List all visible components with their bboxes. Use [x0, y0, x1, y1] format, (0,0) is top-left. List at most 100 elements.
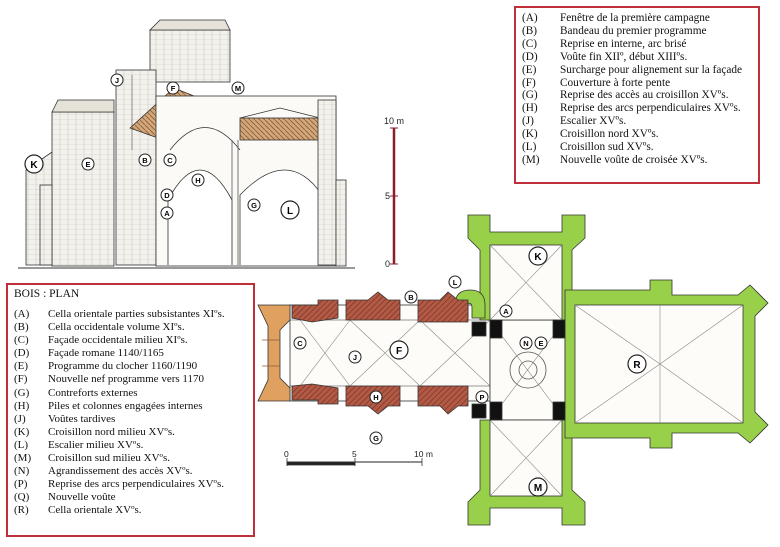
plan-legend-item: (L)Escalier milieu XVºs.: [14, 439, 247, 452]
section-legend-item-key: (L): [522, 141, 537, 154]
plan-legend-item: (N) Agrandissement des accès XVºs.: [14, 465, 247, 478]
plan-legend-item: (Q)Nouvelle voûte: [14, 491, 247, 504]
section-legend-item-key: (M): [522, 153, 540, 166]
svg-text:L: L: [453, 278, 458, 287]
svg-text:K: K: [534, 252, 542, 263]
section-legend-item-key: (F): [522, 76, 536, 89]
plan-label-N: N: [519, 336, 533, 350]
section-label-F: F: [166, 81, 180, 95]
svg-text:H: H: [373, 393, 378, 402]
svg-text:G: G: [251, 201, 257, 210]
plan-label-E: E: [534, 336, 548, 350]
plan-label-C: C: [293, 336, 307, 350]
tower-top: [149, 29, 231, 83]
section-label-G: G: [247, 198, 261, 212]
svg-text:A: A: [164, 209, 170, 218]
plan-legend: BOIS : PLAN (A) Cella orientale parties s…: [6, 283, 255, 537]
plan-legend-item-key: (B): [14, 321, 29, 334]
section-scale-labels: 10 m 5 0: [384, 116, 404, 269]
svg-text:F: F: [171, 84, 176, 93]
plan-label-F: F: [389, 340, 409, 360]
svg-text:A: A: [503, 307, 509, 316]
svg-text:J: J: [353, 353, 357, 362]
plan-legend-item: (C)Façade occidentale milieu XIºs.: [14, 334, 247, 347]
plan-label-H: H: [369, 390, 383, 404]
section-callouts: J F M K E B C H D A G L: [24, 73, 300, 220]
plan-legend-item-text: Cella orientale XVºs.: [48, 504, 142, 517]
section-legend-item-key: (C): [522, 37, 538, 50]
plan-legend-item-text: Reprise des arcs perpendiculaires XVºs.: [48, 478, 224, 491]
section-legend-item-text: Reprise des arcs perpendiculaires XVºs.: [560, 102, 741, 115]
section-legend-item: (K) Croisillon nord XVºs.: [522, 128, 752, 141]
section-legend-item-key: (D): [522, 50, 538, 63]
section-elevation: [18, 19, 398, 269]
section-legend-item-text: Escalier XVºs.: [560, 115, 627, 128]
plan-scale-5: 5: [352, 449, 357, 459]
plan-legend-item: (D) Façade romane 1140/1165: [14, 347, 247, 360]
plan-legend-item: (B)Cella occidentale volume XIºs.: [14, 321, 247, 334]
section-legend-item-key: (K): [522, 128, 538, 141]
plan-legend-item-text: Croisillon nord milieu XVºs.: [48, 425, 175, 438]
plan-label-L: L: [448, 275, 462, 289]
section-legend-item-text: Croisillon nord XVºs.: [560, 128, 659, 141]
section-scale-mid: 5: [385, 191, 390, 201]
plan-legend-item-key: (N): [14, 465, 30, 478]
plan-legend-item-key: (R): [14, 504, 29, 517]
section-legend-item-key: (B): [522, 24, 538, 37]
section-legend-item: (B)Bandeau du premier programme: [522, 25, 752, 38]
plan-legend-item: (J)Voûtes tardives: [14, 413, 247, 426]
plan-legend-item: (A) Cella orientale parties subsistantes …: [14, 308, 247, 321]
section-legend-item: (A)Fenêtre de la première campagne: [522, 12, 752, 25]
svg-text:E: E: [85, 160, 90, 169]
plan-label-B: B: [404, 290, 418, 304]
svg-text:P: P: [479, 393, 484, 402]
plan-legend-item-text: Cella orientale parties subsistantes XIº…: [48, 308, 225, 320]
svg-text:B: B: [142, 156, 148, 165]
section-legend-item: (C) Reprise en interne, arc brisé: [522, 38, 752, 51]
section-scale-top: 10 m: [384, 116, 404, 126]
section-legend-item-text: Nouvelle voûte de croisée XVºs.: [560, 153, 708, 166]
svg-text:E: E: [538, 339, 543, 348]
plan-legend-item: (R) Cella orientale XVºs.: [14, 504, 247, 517]
section-legend-item: (H) Reprise des arcs perpendiculaires XVº…: [522, 102, 752, 115]
svg-text:K: K: [30, 160, 38, 171]
svg-text:C: C: [167, 156, 173, 165]
svg-text:R: R: [633, 360, 641, 371]
svg-text:G: G: [373, 434, 379, 443]
floor-plan: [257, 214, 769, 526]
plan-legend-item-key: (K): [14, 425, 30, 438]
svg-text:D: D: [164, 191, 170, 200]
svg-text:M: M: [235, 84, 241, 93]
section-legend-item-text: Reprise en interne, arc brisé: [560, 37, 687, 50]
plan-label-M: M: [528, 477, 548, 497]
plan-label-J: J: [348, 350, 362, 364]
plan-label-P: P: [475, 390, 489, 404]
plan-legend-item-key: (F): [14, 373, 28, 386]
plan-legend-items: (A) Cella orientale parties subsistantes …: [14, 308, 247, 518]
section-legend-item-key: (H): [522, 102, 538, 115]
plan-legend-item-key: (M): [14, 452, 32, 465]
section-label-K: K: [24, 154, 44, 174]
plan-legend-item-text: Agrandissement des accès XVºs.: [48, 465, 193, 478]
svg-text:M: M: [534, 483, 542, 494]
tower-pier: [115, 69, 157, 266]
plan-legend-item-key: (A): [14, 308, 30, 320]
section-label-C: C: [163, 153, 177, 167]
svg-text:J: J: [115, 76, 119, 85]
plan-legend-item-text: Façade romane 1140/1165: [48, 347, 164, 360]
section-legend-item: (G)Reprise des accès au croisillon XVºs.: [522, 89, 752, 102]
plan-legend-title: BOIS : PLAN: [14, 288, 80, 300]
plan-legend-item-key: (D): [14, 347, 30, 360]
plan-legend-item-text: Programme du clocher 1160/1190: [48, 360, 198, 373]
section-legend-item-text: Fenêtre de la première campagne: [560, 12, 710, 24]
plan-scale-labels: 0 5 10 m: [284, 449, 433, 459]
svg-text:H: H: [195, 176, 200, 185]
plan-legend-item-text: Escalier milieu XVºs.: [48, 438, 144, 451]
svg-text:N: N: [523, 339, 528, 348]
section-legend: (A)Fenêtre de la première campagne(B)Ban…: [514, 6, 760, 184]
section-legend-item: (F)Couverture à forte pente: [522, 77, 752, 90]
svg-text:F: F: [396, 346, 402, 357]
svg-text:B: B: [408, 293, 414, 302]
plan-legend-item-text: Voûtes tardives: [48, 412, 116, 425]
plan-legend-item: (K) Croisillon nord milieu XVºs.: [14, 426, 247, 439]
